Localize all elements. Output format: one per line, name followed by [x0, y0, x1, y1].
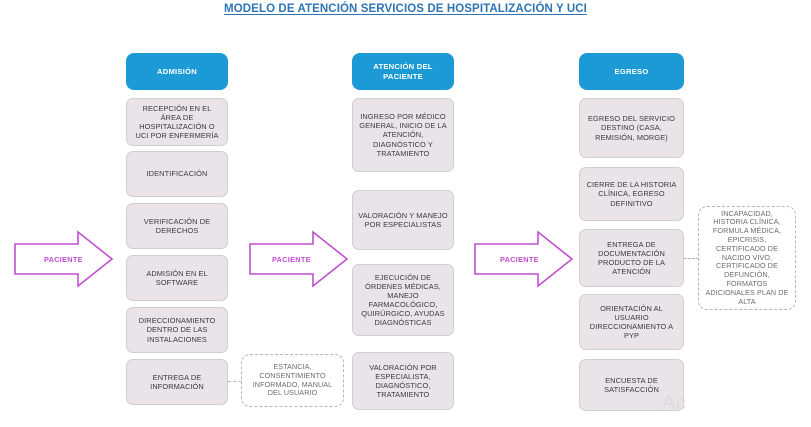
annotation-documentos[interactable]: INCAPACIDAD, HISTORIA CLÍNICA, FORMULA M…: [698, 206, 796, 310]
watermark-text: Ac: [662, 392, 687, 414]
step-egreso-4[interactable]: ORIENTACIÓN AL USUARIO DIRECCIONAMIENTO …: [579, 294, 684, 350]
arrow-paciente-3-label: PACIENTE: [500, 255, 539, 264]
arrow-paciente-1-label: PACIENTE: [44, 255, 83, 264]
step-admision-2[interactable]: IDENTIFICACIÓN: [126, 151, 228, 197]
step-egreso-1[interactable]: EGRESO DEL SERVICIO DESTINO (CASA, REMIS…: [579, 98, 684, 158]
arrow-paciente-2-label: PACIENTE: [272, 255, 311, 264]
step-admision-3[interactable]: VERIFICACIÓN DE DERECHOS: [126, 203, 228, 249]
step-atencion-1[interactable]: INGRESO POR MÉDICO GENERAL, INICIO DE LA…: [352, 98, 454, 172]
step-atencion-4[interactable]: VALORACIÓN POR ESPECIALISTA, DIAGNÓSTICO…: [352, 352, 454, 410]
step-admision-5[interactable]: DIRECCIONAMIENTO DENTRO DE LAS INSTALACI…: [126, 307, 228, 353]
step-egreso-3[interactable]: ENTREGA DE DOCUMENTACIÓN PRODUCTO DE LA …: [579, 229, 684, 287]
step-egreso-5[interactable]: ENCUESTA DE SATISFACCIÓN: [579, 359, 684, 411]
page-title: MODELO DE ATENCIÓN SERVICIOS DE HOSPITAL…: [224, 3, 587, 15]
arrow-paciente-3: [474, 230, 574, 288]
step-admision-6[interactable]: ENTREGA DE INFORMACIÓN: [126, 359, 228, 405]
step-atencion-3[interactable]: EJECUCIÓN DE ÓRDENES MÉDICAS, MANEJO FAR…: [352, 264, 454, 336]
step-egreso-2[interactable]: CIERRE DE LA HISTORIA CLÍNICA, EGRESO DE…: [579, 167, 684, 221]
column-header-atencion-del-paciente[interactable]: ATENCIÓN DEL PACIENTE: [352, 53, 454, 90]
column-header-egreso[interactable]: EGRESO: [579, 53, 684, 90]
step-admision-4[interactable]: ADMISIÓN EN EL SOFTWARE: [126, 255, 228, 301]
arrow-paciente-2: [249, 230, 349, 288]
step-admision-1[interactable]: RECEPCIÓN EN EL ÁREA DE HOSPITALIZACIÓN …: [126, 98, 228, 146]
connector-egreso-annotation: [684, 258, 699, 259]
step-atencion-2[interactable]: VALORACIÓN Y MANEJO POR ESPECIALISTAS: [352, 190, 454, 250]
column-header-admision[interactable]: ADMISIÓN: [126, 53, 228, 90]
annotation-estancia[interactable]: ESTANCIA, CONSENTIMIENTO INFORMADO, MANU…: [241, 354, 344, 407]
connector-admision-annotation: [228, 381, 242, 382]
arrow-paciente-1: [14, 230, 114, 288]
